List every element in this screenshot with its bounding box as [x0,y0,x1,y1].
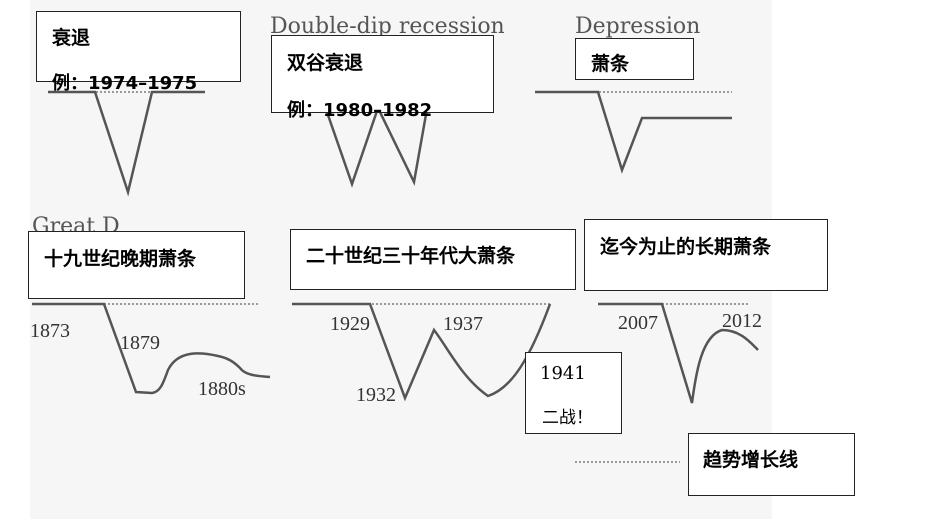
long-depression-19c-title-box: 十九世纪晚期萧条 [28,231,245,299]
depression-title-box: 萧条 [575,38,694,80]
year-label-2012: 2012 [722,310,762,332]
ww2-note-text: 二战！ [542,408,593,428]
double-dip-title-box: 双谷衰退 例：1980–1982 [271,35,494,121]
recession-example-cut: 例：1974–1975 [52,73,198,94]
recession-cn-title: 衰退 [52,27,91,49]
year-label-1932: 1932 [356,384,396,406]
year-label-1873: 1873 [30,320,70,342]
great-depression-title-box: 二十世纪三十年代大萧条 [290,229,576,290]
depression-cn-title: 萧条 [591,53,630,75]
curve-1930s [292,302,552,402]
trend-legend-box: 趋势增长线 [688,433,855,496]
long-depression-now-title-box: 迄今为止的长期萧条 [584,219,828,291]
year-label-1880s: 1880s [198,378,246,400]
curve-recession [48,90,205,197]
long-depression-19c-cn-title: 十九世纪晚期萧条 [44,248,197,270]
ww2-note-box: 1941 二战！ [525,352,622,434]
curve-19c [32,302,271,395]
double-dip-example-cut: 例：1980–1982 [287,100,433,121]
double-dip-cn-title: 双谷衰退 [287,52,364,74]
recession-title-box: 衰退 例：1974–1975 [36,11,241,94]
long-depression-now-cn-title: 迄今为止的长期萧条 [600,236,772,258]
year-label-1879: 1879 [120,332,160,354]
curve-now [598,302,759,404]
ww2-note-year: 1941 [540,363,586,384]
year-label-1937: 1937 [443,313,483,335]
curve-depression [535,90,732,174]
depression-english-title: Depression [575,14,701,39]
trend-legend-label: 趋势增长线 [703,449,799,471]
great-depression-cn-title: 二十世纪三十年代大萧条 [306,245,516,267]
double-dip-english-title: Double-dip recession [270,14,505,39]
year-label-1929: 1929 [330,313,370,335]
year-label-2007: 2007 [618,312,658,334]
